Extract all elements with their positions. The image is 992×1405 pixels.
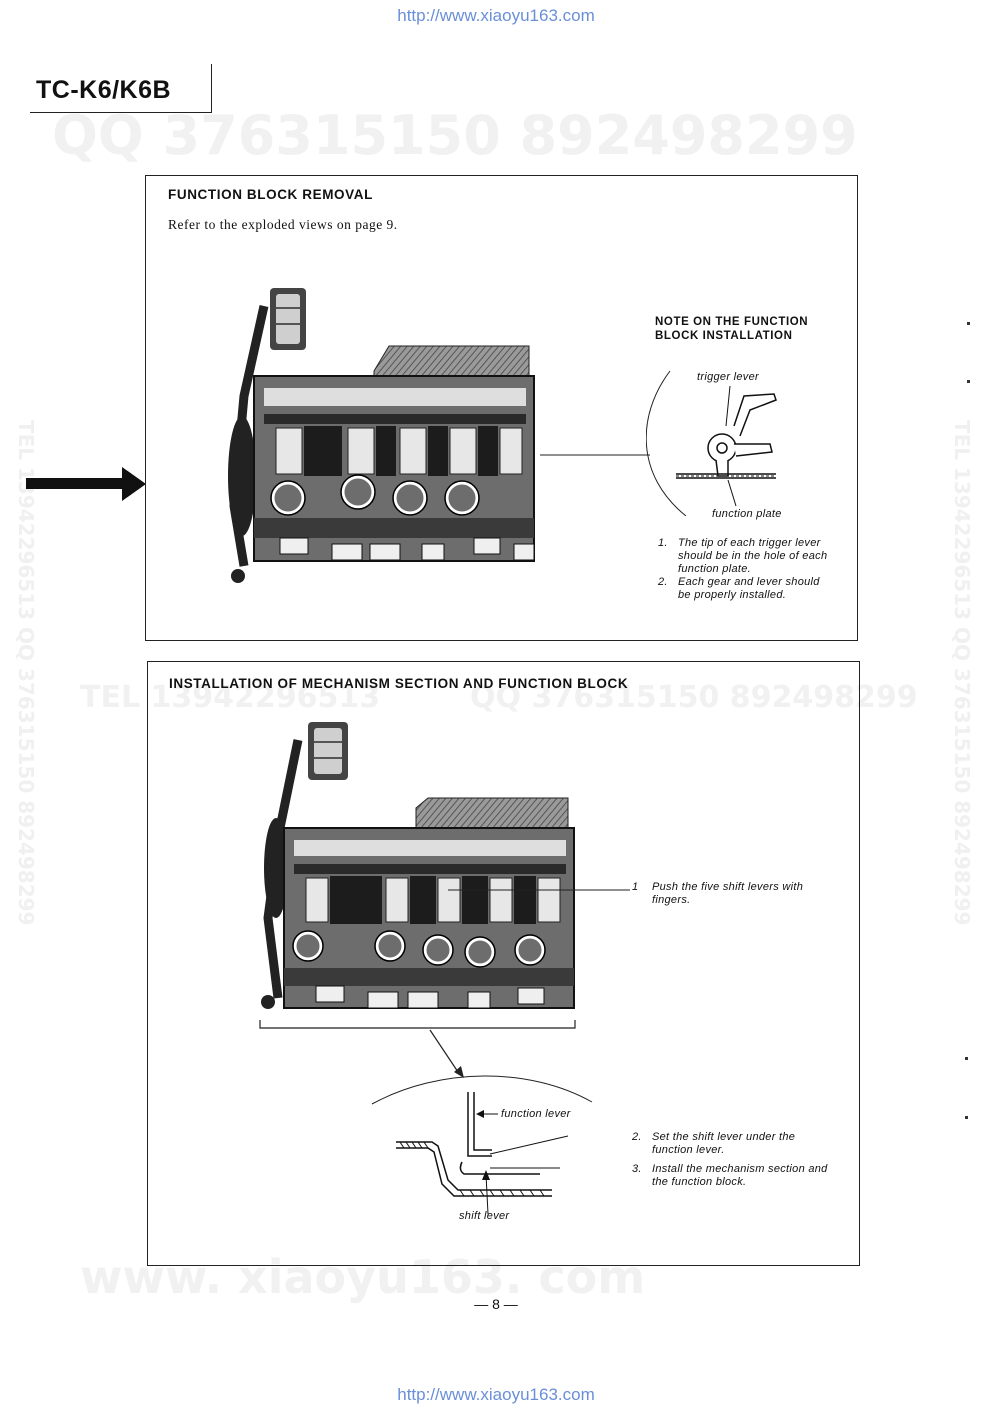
- bracket-indicator: [259, 1020, 576, 1078]
- leader-line: [540, 454, 650, 456]
- note-step-1: 1. The tip of each trigger lever should …: [658, 537, 828, 575]
- header-divider-horizontal: [30, 112, 212, 113]
- margin-dot: [965, 1116, 968, 1119]
- install-step-1: 1 Push the five shift levers with finger…: [632, 881, 804, 906]
- note-step-2: 2. Each gear and lever should be properl…: [658, 576, 820, 601]
- pointer-arrow-icon: [26, 467, 146, 501]
- margin-dot: [965, 1057, 968, 1060]
- watermark-qq-mid: QQ 376315150 892498299: [470, 680, 918, 715]
- shift-lever-diagram: [371, 1075, 593, 1215]
- note-title-line2: BLOCK INSTALLATION: [655, 330, 793, 342]
- margin-dot: [967, 380, 970, 383]
- label-trigger-lever: trigger lever: [697, 371, 759, 383]
- source-url-top[interactable]: http://www.xiaoyu163.com: [397, 6, 595, 25]
- section-title: INSTALLATION OF MECHANISM SECTION AND FU…: [169, 676, 629, 691]
- leader-line: [448, 889, 630, 891]
- model-title: TC-K6/K6B: [36, 76, 172, 104]
- mechanism-photo: [261, 722, 575, 1009]
- note-title: NOTE ON THE FUNCTION BLOCK INSTALLATION: [655, 315, 808, 343]
- watermark-qq-top: QQ 376315150 892498299: [52, 104, 858, 167]
- installation-panel: INSTALLATION OF MECHANISM SECTION AND FU…: [147, 661, 860, 1266]
- function-block-removal-panel: FUNCTION BLOCK REMOVAL Refer to the expl…: [145, 175, 858, 641]
- watermark-site: www. xiaoyu163. com: [80, 1250, 646, 1304]
- header-divider-vertical: [211, 64, 212, 112]
- install-step-3: 3. Install the mechanism section and the…: [632, 1163, 828, 1188]
- install-step-2: 2. Set the shift lever under the functio…: [632, 1131, 796, 1156]
- label-function-plate: function plate: [712, 508, 782, 520]
- note-title-line1: NOTE ON THE FUNCTION: [655, 316, 809, 328]
- label-shift-lever: shift lever: [459, 1210, 510, 1222]
- margin-dot: [967, 322, 970, 325]
- watermark-tel-mid: TEL 13942296513: [80, 680, 381, 715]
- source-url-bottom[interactable]: http://www.xiaoyu163.com: [397, 1385, 595, 1404]
- note-steps: 1. The tip of each trigger lever should …: [658, 537, 828, 602]
- trigger-lever-diagram: [646, 370, 777, 516]
- section-intro: Refer to the exploded views on page 9.: [168, 217, 398, 232]
- label-function-lever: function lever: [501, 1108, 571, 1120]
- watermark-vertical-left: TEL 13942296513 QQ 376315150 892498299: [14, 420, 38, 926]
- section-title: FUNCTION BLOCK REMOVAL: [168, 187, 373, 202]
- watermark-vertical-right: TEL 13942296513 QQ 376315150 892498299: [950, 420, 974, 926]
- mechanism-photo: [228, 288, 535, 583]
- install-steps: 2. Set the shift lever under the functio…: [632, 1131, 832, 1189]
- page-number: — 8 —: [474, 1296, 518, 1312]
